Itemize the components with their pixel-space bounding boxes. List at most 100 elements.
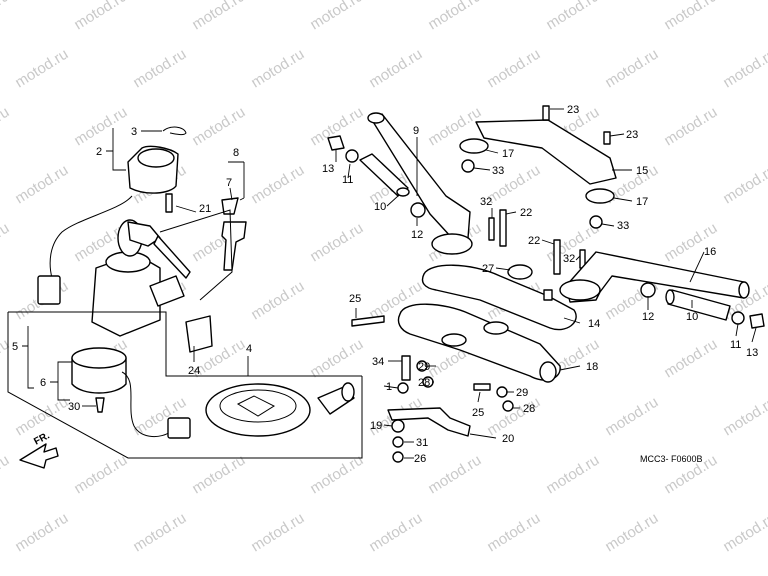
leader-lines xyxy=(22,108,757,459)
watermark-text: motod.ru xyxy=(0,104,12,150)
watermark-text: motod.ru xyxy=(189,104,248,150)
watermark-text: motod.ru xyxy=(425,452,484,498)
bolt-23-b xyxy=(603,131,611,145)
callout-29-b: 29 xyxy=(516,387,528,399)
watermark-text: motod.ru xyxy=(720,510,768,556)
callout-labels: 1 2 3 4 5 6 7 8 9 10 10 11 11 12 12 13 1… xyxy=(12,104,758,465)
callout-33-right: 33 xyxy=(617,220,629,232)
callout-24: 24 xyxy=(188,365,200,377)
washer-29-a xyxy=(416,360,428,372)
callout-8: 8 xyxy=(233,147,239,159)
bolt-34 xyxy=(401,355,411,381)
lock-set-group xyxy=(7,126,363,469)
collar-31 xyxy=(392,436,404,448)
left-weight-part xyxy=(359,153,409,197)
wire-harness-part xyxy=(49,195,133,279)
nut-28-b xyxy=(502,400,514,412)
rubber-17-left xyxy=(459,138,489,154)
watermark-text: motod.ru xyxy=(248,162,307,208)
washer-11-left xyxy=(345,149,359,163)
callout-25-lower: 25 xyxy=(472,407,484,419)
bolt-32-left xyxy=(488,217,495,241)
top-bridge-part xyxy=(421,264,577,331)
switch-connector xyxy=(167,417,191,439)
watermark-text: motod.ru xyxy=(720,46,768,92)
group-outline xyxy=(7,312,363,459)
callout-12-right: 12 xyxy=(642,311,654,323)
callout-23-a: 23 xyxy=(567,104,579,116)
nut-33-left xyxy=(461,159,475,173)
bottom-bridge-clamp xyxy=(539,361,557,383)
callout-15: 15 xyxy=(636,165,648,177)
watermark-text: motod.ru xyxy=(0,0,12,33)
callout-27: 27 xyxy=(482,263,494,275)
fuel-cap-part xyxy=(205,383,311,437)
screw-13-right xyxy=(749,313,765,329)
cap-lock-cylinder xyxy=(341,382,355,402)
callout-16: 16 xyxy=(704,246,716,258)
watermark-text: motod.ru xyxy=(661,104,720,150)
left-handlebar-part xyxy=(371,113,471,239)
connector-part xyxy=(37,275,61,305)
bridge-bolt xyxy=(543,289,553,301)
callout-10-left: 10 xyxy=(374,201,386,213)
watermark-text: motod.ru xyxy=(661,336,720,382)
callout-32-right: 32 xyxy=(563,253,575,265)
callout-21: 21 xyxy=(199,203,211,215)
keyset-outline xyxy=(159,209,233,301)
callout-28-a: 28 xyxy=(418,377,430,389)
nut-12-left xyxy=(410,202,426,218)
watermark-text: motod.ru xyxy=(0,452,12,498)
switch-top xyxy=(71,347,127,369)
callout-11-right: 11 xyxy=(730,339,741,351)
callout-12-left: 12 xyxy=(411,229,423,241)
lock-arm-part xyxy=(149,275,185,307)
snap-ring-part xyxy=(162,126,187,136)
bolt-22-left xyxy=(499,209,507,247)
left-weight-end xyxy=(396,187,410,197)
callout-28-b: 28 xyxy=(523,403,535,415)
watermark-text: motod.ru xyxy=(602,46,661,92)
fuel-cap-inner xyxy=(219,389,297,423)
watermark-text: motod.ru xyxy=(484,510,543,556)
key-blank-part xyxy=(221,221,247,271)
right-handlebar-end xyxy=(738,281,750,299)
watermark-text: motod.ru xyxy=(71,0,130,33)
callout-13-left: 13 xyxy=(322,163,334,175)
watermark-text: motod.ru xyxy=(189,0,248,33)
fuel-cap-logo xyxy=(236,395,276,417)
callout-25-upper: 25 xyxy=(349,293,361,305)
callout-6: 6 xyxy=(40,377,46,389)
bolt-22-right xyxy=(553,239,561,275)
key-tag-part xyxy=(221,197,239,215)
handlebar-group xyxy=(327,105,765,463)
key-blade-part xyxy=(153,235,191,279)
callout-5: 5 xyxy=(12,341,18,353)
callout-33-left: 33 xyxy=(492,165,504,177)
callout-29-a: 29 xyxy=(418,361,430,373)
watermark-text: motod.ru xyxy=(484,46,543,92)
callout-10-right: 10 xyxy=(686,311,698,323)
callout-17-right: 17 xyxy=(636,196,648,208)
watermark-text: motod.ru xyxy=(720,394,768,440)
screw-30 xyxy=(95,397,105,413)
callout-23-b: 23 xyxy=(626,129,638,141)
callout-20: 20 xyxy=(502,433,514,445)
watermark-text: motod.ru xyxy=(720,162,768,208)
bottom-bridge-hole xyxy=(483,321,509,335)
watermark-text: motod.ru xyxy=(543,452,602,498)
screw-part xyxy=(165,193,173,213)
watermark-text: motod.ru xyxy=(12,162,71,208)
callout-9: 9 xyxy=(413,125,419,137)
bolt-25-upper xyxy=(351,315,385,327)
callout-34: 34 xyxy=(372,356,384,368)
left-handlebar-end xyxy=(367,112,385,124)
watermark-text: motod.ru xyxy=(130,46,189,92)
watermark-text: motod.ru xyxy=(12,46,71,92)
key-part xyxy=(127,221,161,247)
callout-19: 19 xyxy=(370,420,382,432)
washer-1 xyxy=(397,382,409,394)
bolt-23-a xyxy=(542,105,550,121)
bolt-25-lower xyxy=(473,383,491,391)
